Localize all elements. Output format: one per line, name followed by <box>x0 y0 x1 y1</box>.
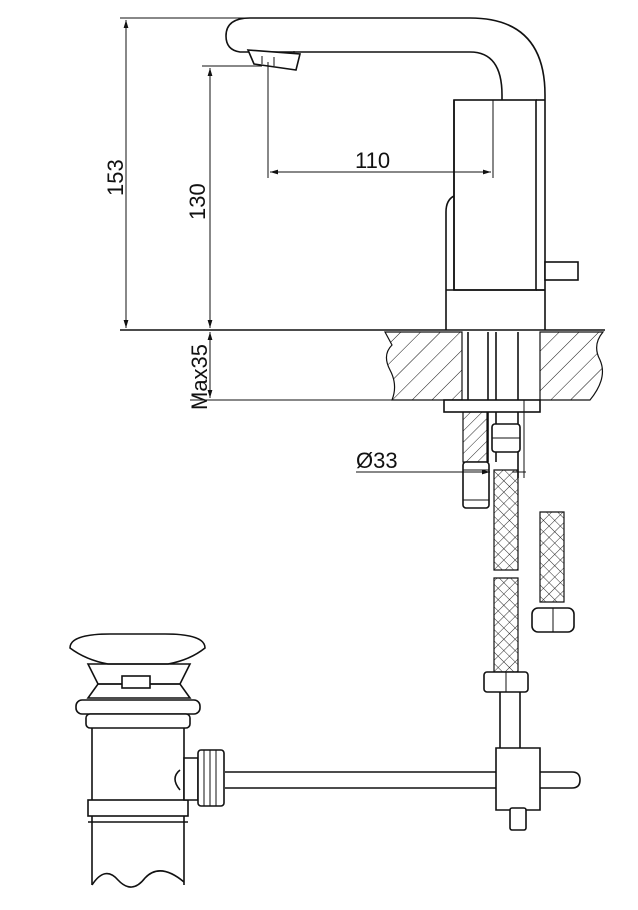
dim-label-153: 153 <box>103 159 128 196</box>
dimension-lines <box>120 17 526 478</box>
popup-waste <box>69 633 225 888</box>
fixing-assembly <box>443 332 575 693</box>
countertop <box>120 329 605 401</box>
dim-label-110: 110 <box>355 148 390 173</box>
dim-label-diameter: Ø33 <box>356 448 398 473</box>
drain-linkage <box>225 692 581 831</box>
dim-label-130: 130 <box>185 183 210 220</box>
dim-label-max35: Max35 <box>187 344 212 410</box>
faucet-body <box>225 17 579 330</box>
